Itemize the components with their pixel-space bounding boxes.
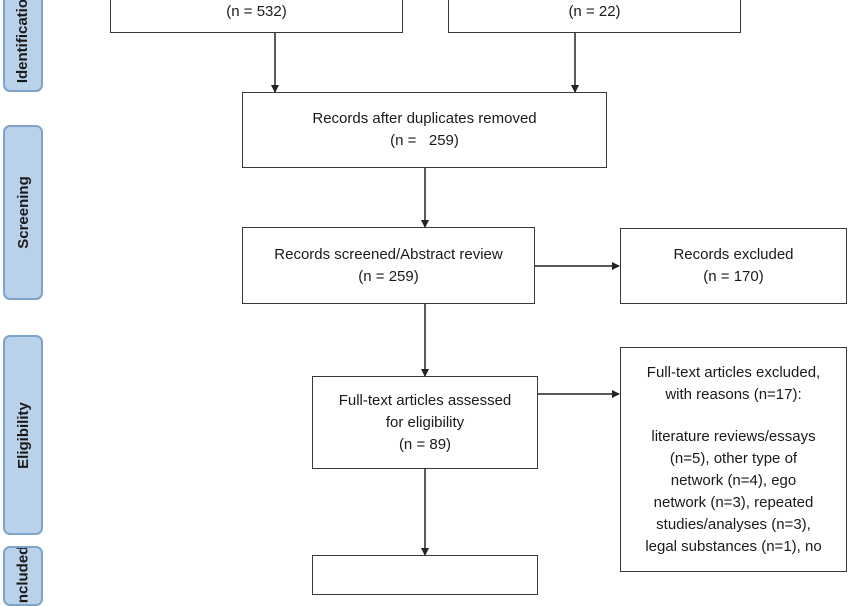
database-records-count: (n = 532) bbox=[226, 3, 287, 20]
fulltext-title-line1: Full-text articles assessed bbox=[338, 391, 512, 409]
box-database-records: (n = 532) bbox=[110, 0, 403, 33]
records-excluded-title: Records excluded bbox=[673, 246, 794, 263]
fulltext-excluded-line1: Full-text articles excluded, bbox=[646, 364, 821, 381]
stage-screening: Screening bbox=[3, 125, 43, 300]
other-records-count: (n = 22) bbox=[568, 3, 621, 20]
fulltext-excluded-reason-line5: studies/analyses (n=3), bbox=[656, 516, 811, 533]
box-fulltext-excluded: Full-text articles excluded, with reason… bbox=[620, 347, 847, 572]
box-fulltext-assessed: Full-text articles assessed for eligibil… bbox=[312, 376, 538, 469]
box-other-records: (n = 22) bbox=[448, 0, 741, 33]
fulltext-title-line2: for eligibility bbox=[385, 413, 465, 431]
fulltext-excluded-line2: with reasons (n=17): bbox=[665, 386, 802, 403]
records-screened-title: Records screened/Abstract review bbox=[274, 245, 503, 263]
stage-eligibility: Eligibility bbox=[3, 335, 43, 535]
box-included bbox=[312, 555, 538, 595]
fulltext-count: (n = 89) bbox=[398, 435, 452, 453]
fulltext-excluded-reason-line3: network (n=4), ego bbox=[670, 472, 797, 489]
fulltext-excluded-reason-line6: legal substances (n=1), no bbox=[645, 538, 822, 555]
records-excluded-count: (n = 170) bbox=[703, 268, 764, 285]
fulltext-excluded-reason-line1: literature reviews/essays bbox=[651, 428, 816, 445]
box-after-duplicates: Records after duplicates removed (n = 25… bbox=[242, 92, 607, 168]
records-screened-count: (n = 259) bbox=[358, 267, 419, 285]
fulltext-excluded-reason-line2: (n=5), other type of bbox=[669, 450, 798, 467]
after-duplicates-title: Records after duplicates removed bbox=[312, 110, 537, 127]
connector-arrows bbox=[271, 33, 620, 556]
stage-identification: Identification bbox=[3, 0, 43, 92]
fulltext-excluded-reason-line4: network (n=3), repeated bbox=[653, 494, 814, 511]
after-duplicates-count: (n = 259) bbox=[390, 132, 459, 149]
box-records-screened: Records screened/Abstract review (n = 25… bbox=[242, 227, 535, 304]
box-records-excluded: Records excluded (n = 170) bbox=[620, 228, 847, 304]
